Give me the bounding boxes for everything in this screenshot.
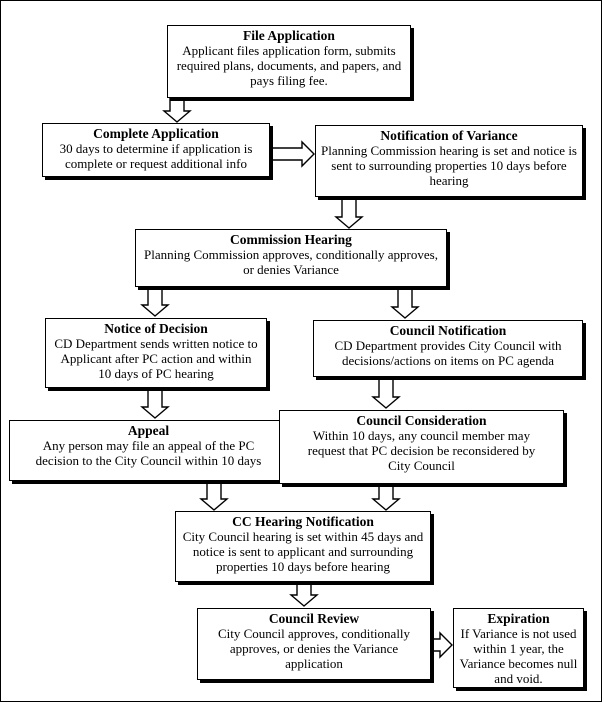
box-title: Council Consideration (356, 413, 487, 428)
arrow-complete-to-notification (271, 140, 315, 168)
box-title: Expiration (487, 611, 550, 626)
box-body: CD Department provides City Council with… (334, 338, 562, 368)
box-title: Council Notification (389, 323, 507, 338)
notification-of-variance-box: Notification of Variance Planning Commis… (315, 125, 583, 197)
arrow-file-to-complete (162, 96, 192, 123)
box-body: City Council approves, conditionally app… (217, 626, 411, 671)
council-review-box: Council Review City Council approves, co… (197, 608, 431, 680)
box-title: Notice of Decision (104, 321, 208, 336)
box-body: CD Department sends written notice to Ap… (54, 336, 258, 381)
complete-application-box: Complete Application 30 days to determin… (42, 123, 270, 177)
council-notification-box: Council Notification CD Department provi… (313, 320, 583, 377)
arrow-hearing-to-council-notification (390, 286, 420, 319)
box-title: Appeal (127, 423, 170, 438)
box-title: Complete Application (93, 126, 219, 141)
arrow-notification-to-hearing (334, 195, 364, 229)
box-body: If Variance is not used within 1 year, t… (459, 626, 578, 686)
council-consideration-box: Council Consideration Within 10 days, an… (279, 410, 564, 484)
arrow-review-to-expiration (431, 631, 453, 659)
box-title: File Application (243, 28, 335, 43)
file-application-box: File Application Applicant files applica… (167, 25, 411, 98)
notice-of-decision-box: Notice of Decision CD Department sends w… (45, 318, 267, 388)
arrow-hearing-to-notice (140, 286, 170, 317)
arrow-council-notification-to-consideration (371, 376, 401, 409)
box-body: Planning Commission approves, conditiona… (144, 247, 438, 277)
commission-hearing-box: Commission Hearing Planning Commission a… (135, 229, 447, 287)
box-title: Council Review (268, 611, 360, 626)
arrow-cc-hearing-to-review (289, 581, 319, 607)
box-body: City Council hearing is set within 45 da… (182, 529, 424, 574)
cc-hearing-notification-box: CC Hearing Notification City Council hea… (175, 511, 431, 582)
arrow-consideration-to-cc-hearing (371, 483, 401, 511)
box-body: Planning Commission hearing is set and n… (320, 143, 577, 188)
box-body: Applicant files application form, submit… (176, 43, 402, 88)
appeal-box: Appeal Any person may file an appeal of … (9, 420, 288, 481)
box-body: Any person may file an appeal of the PC … (35, 438, 262, 468)
box-title: Commission Hearing (230, 232, 352, 247)
box-title: Notification of Variance (380, 128, 518, 143)
arrow-notice-to-appeal (140, 386, 170, 419)
box-title: CC Hearing Notification (232, 514, 374, 529)
box-body: Within 10 days, any council member may r… (307, 428, 536, 473)
arrow-appeal-to-cc-hearing (199, 480, 229, 511)
box-body: 30 days to determine if application is c… (59, 141, 253, 171)
expiration-box: Expiration If Variance is not used withi… (453, 608, 584, 688)
